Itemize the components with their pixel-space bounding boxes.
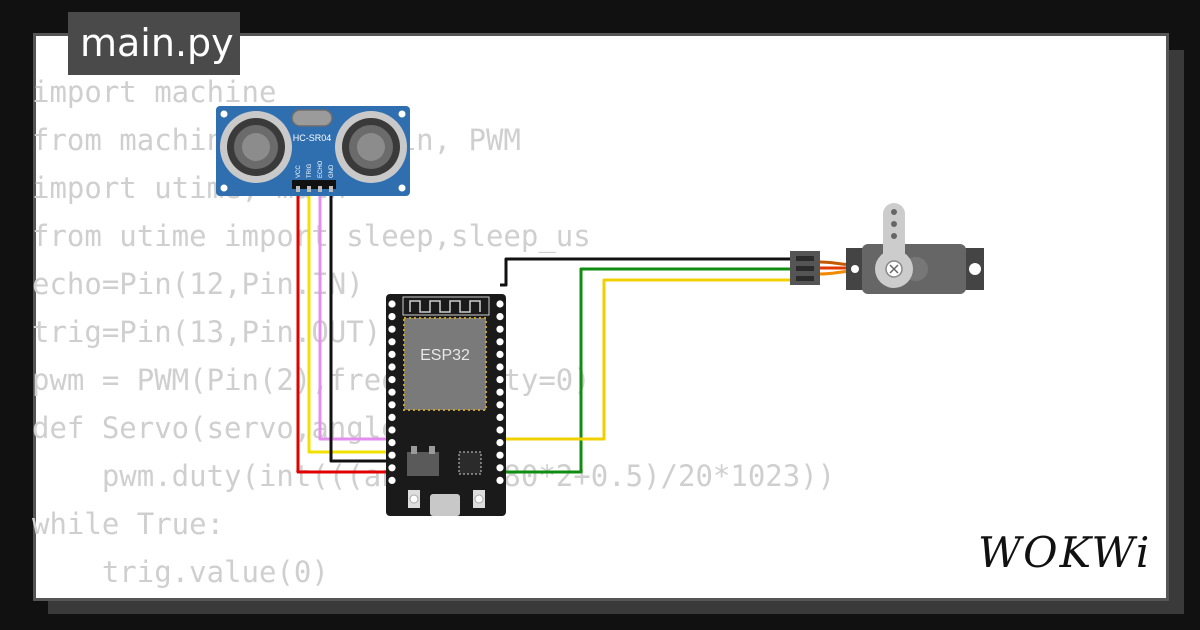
header-pin: [388, 388, 396, 396]
ultrasonic-sensor[interactable]: HC-SR04 VCC TRIG ECHO GND: [216, 106, 410, 196]
file-tab[interactable]: main.py: [68, 12, 240, 75]
code-line: trig.value(0): [32, 555, 329, 589]
wire-servo-power: [500, 267, 792, 474]
wire-servo-signal: [500, 278, 792, 441]
wire-echo: [318, 186, 392, 441]
header-pin: [496, 376, 504, 384]
header-pin: [388, 376, 396, 384]
wire-gnd: [329, 186, 392, 463]
header-pin: [388, 413, 396, 421]
pin-column-right: [496, 300, 504, 484]
header-pin: [496, 439, 504, 447]
chip-label: ESP32: [420, 347, 470, 364]
header-pin: [496, 300, 504, 308]
header-pin: [388, 439, 396, 447]
pin-label-gnd: GND: [329, 164, 335, 178]
esp32-module: [404, 318, 486, 410]
header-pin: [388, 363, 396, 371]
header-pin: [388, 426, 396, 434]
usb-port: [430, 494, 460, 516]
header-pin: [496, 413, 504, 421]
header-pin: [496, 338, 504, 346]
code-line: pwm = PWM(Pin(2),freq=50,duty=0): [32, 363, 591, 397]
servo-motor[interactable]: [790, 203, 984, 294]
header-pin: [388, 313, 396, 321]
pin-label-trig: TRIG: [307, 163, 313, 178]
header-pin: [496, 388, 504, 396]
servo-horn: [875, 203, 913, 288]
header-pin: [496, 451, 504, 459]
header-pin: [388, 464, 396, 472]
header-pin: [496, 313, 504, 321]
header-pin: [388, 338, 396, 346]
wire-servo-ground: [500, 257, 792, 287]
header-pin: [496, 325, 504, 333]
code-line: trig=Pin(13,Pin.OUT): [32, 315, 382, 349]
wire-trig: [307, 186, 392, 454]
header-pin: [496, 401, 504, 409]
sensor-model-label: HC-SR04: [293, 133, 332, 143]
header-pin: [388, 451, 396, 459]
header-pin: [496, 426, 504, 434]
header-pin: [388, 401, 396, 409]
code-line: while True:: [32, 507, 225, 541]
wokwi-logo: WOKWi: [978, 528, 1152, 577]
sensor-header: [292, 180, 336, 192]
reset-button[interactable]: [473, 490, 485, 508]
transducer-left: [220, 111, 292, 183]
pin-label-echo: ECHO: [318, 160, 324, 178]
boot-button[interactable]: [408, 490, 420, 508]
header-pin: [496, 464, 504, 472]
pin-label-vcc: VCC: [296, 165, 302, 178]
wires: [296, 186, 792, 474]
code-line: import machine: [32, 75, 277, 109]
transducer-right: [335, 111, 407, 183]
header-pin: [388, 476, 396, 484]
header-pin: [388, 325, 396, 333]
header-pin: [496, 476, 504, 484]
header-pin: [496, 363, 504, 371]
wire-vcc: [296, 186, 392, 474]
header-pin: [388, 350, 396, 358]
header-pin: [388, 300, 396, 308]
esp32-board[interactable]: ESP32: [386, 294, 506, 516]
code-line: from utime import sleep,sleep_us: [32, 219, 591, 253]
header-pin: [496, 350, 504, 358]
pin-column-left: [388, 300, 396, 484]
